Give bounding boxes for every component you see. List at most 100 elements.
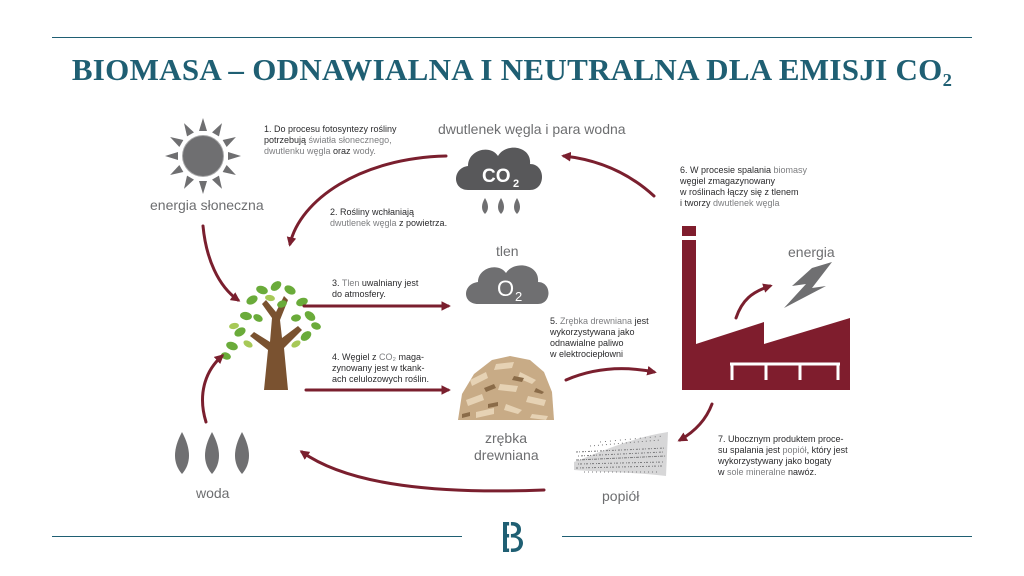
chips-label-line-2: drewniana: [474, 447, 539, 463]
step-run: popiół: [782, 445, 807, 455]
arrow-water-to-tree: [201, 354, 225, 424]
step-line: ach celulozowych roślin.: [332, 374, 429, 385]
step-line: do atmosfery.: [332, 289, 418, 300]
arrow-factory-to-ash: [677, 402, 714, 442]
step-run: dwutlenku węgla: [264, 146, 331, 156]
step-line: wykorzystywana jako: [550, 327, 649, 338]
step-line: 4. Węgiel z CO₂ maga-: [332, 352, 429, 363]
co2-cloud-icon: CO 2: [456, 147, 542, 214]
step-run: w: [718, 467, 727, 477]
step-run: 2. Rośliny wchłaniają: [330, 207, 415, 217]
arrow-ash-to-water: [299, 450, 546, 493]
sun-label: energia słoneczna: [150, 197, 264, 213]
oxygen-label: tlen: [496, 243, 519, 259]
step-run: węgiel zmagazynowany: [680, 176, 776, 186]
step-run: 1. Do procesu fotosyntezy rośliny: [264, 124, 397, 134]
step-run: dwutlenek węgla: [713, 198, 780, 208]
page-title: BIOMASA – ODNAWIALNA I NEUTRALNA DLA EMI…: [71, 52, 953, 87]
footer-rule-right: [562, 536, 972, 537]
step-run: ach celulozowych roślin.: [332, 374, 430, 384]
step-run: odnawialne paliwo: [550, 338, 624, 348]
arrow-chips-to-factory: [564, 365, 657, 382]
o2-text: O: [497, 276, 514, 301]
step-7-text: 7. Ubocznym produktem proce-su spalania …: [718, 434, 848, 478]
step-line: 2. Rośliny wchłaniają: [330, 207, 447, 218]
step-run: z powietrza.: [396, 218, 448, 228]
top-rule: [52, 37, 972, 38]
step-run: i tworzy: [680, 198, 714, 208]
step-run: oraz: [330, 146, 351, 156]
step-run: 4. Węgiel z: [332, 352, 380, 362]
o2-cloud-icon: O 2: [466, 265, 549, 304]
step-run: maga-: [396, 352, 425, 362]
step-line: dwutlenek węgla z powietrza.: [330, 218, 447, 229]
co2-label: dwutlenek węgla i para wodna: [438, 121, 626, 137]
step-line: i tworzy dwutlenek węgla: [680, 198, 807, 209]
step-run: w roślinach łączy się z tlenem: [680, 187, 799, 197]
step-line: 7. Ubocznym produktem proce-: [718, 434, 848, 445]
step-run: zynowany jest w tkank-: [332, 363, 425, 373]
step-line: odnawialne paliwo: [550, 338, 649, 349]
step-run: wykorzystywana jako: [550, 327, 635, 337]
chips-label-line-1: zrębka: [484, 430, 528, 446]
step-line: zynowany jest w tkank-: [332, 363, 429, 374]
step-line: wykorzystywany jako bogaty: [718, 456, 848, 467]
step-line: w sole mineralne nawóz.: [718, 467, 848, 478]
sun-icon: [165, 118, 241, 194]
tree-icon: [221, 281, 321, 390]
water-label: woda: [196, 485, 230, 501]
step-run: nawóz.: [785, 467, 817, 477]
wood-chips-icon: [458, 356, 554, 420]
water-drops-icon: [175, 432, 249, 474]
step-run: Tlen: [341, 278, 360, 288]
factory-icon: [682, 226, 850, 390]
step-line: potrzebują światła słonecznego,: [264, 135, 397, 146]
step-run: 7. Ubocznym produktem proce-: [718, 434, 844, 444]
step-line: w elektrociepłowni: [550, 349, 649, 360]
arrow-factory-to-co2: [561, 151, 656, 198]
arrow-co2-to-tree: [286, 154, 448, 247]
step-run: 5.: [550, 316, 561, 326]
o2-sub-text: 2: [515, 289, 522, 304]
cycle-arrows: [201, 151, 773, 493]
step-run: CO₂: [379, 352, 397, 362]
step-run: wody.: [350, 146, 376, 156]
step-line: 3. Tlen uwalniany jest: [332, 278, 418, 289]
arrow-sun-to-tree: [201, 224, 241, 302]
step-line: 1. Do procesu fotosyntezy rośliny: [264, 124, 397, 135]
lightning-icon: [784, 262, 832, 308]
logo-b-icon: [503, 522, 523, 552]
step-run: uwalniany jest: [359, 278, 419, 288]
step-line: 6. W procesie spalania biomasy: [680, 165, 807, 176]
step-line: w roślinach łączy się z tlenem: [680, 187, 807, 198]
ash-label: popiół: [602, 488, 640, 504]
step-run: biomasy: [773, 165, 808, 175]
co2-sub-text: 2: [513, 178, 519, 190]
step-run: światła słonecznego,: [308, 135, 392, 145]
energy-label: energia: [788, 244, 835, 260]
arrow-factory-to-energy: [734, 283, 773, 320]
co2-text: CO: [482, 166, 511, 187]
step-run: Zrębka drewniana: [560, 316, 633, 326]
footer-rule-left: [52, 536, 462, 537]
step-run: , który jest: [806, 445, 848, 455]
step-run: sole mineralne: [727, 467, 786, 477]
step-run: dwutlenek węgla: [330, 218, 397, 228]
step-line: su spalania jest popiół, który jest: [718, 445, 848, 456]
step-run: potrzebują: [264, 135, 309, 145]
step-run: 6. W procesie spalania: [680, 165, 774, 175]
step-run: wykorzystywany jako bogaty: [718, 456, 832, 466]
factory-window-marks: [730, 362, 840, 380]
step-line: dwutlenku węgla oraz wody.: [264, 146, 397, 157]
step-line: 5. Zrębka drewniana jest: [550, 316, 649, 327]
step-run: jest: [632, 316, 649, 326]
step-run: do atmosfery.: [332, 289, 386, 299]
step-run: su spalania jest: [718, 445, 783, 455]
step-4-text: 4. Węgiel z CO₂ maga-zynowany jest w tka…: [332, 352, 429, 385]
step-run: w elektrociepłowni: [550, 349, 624, 359]
